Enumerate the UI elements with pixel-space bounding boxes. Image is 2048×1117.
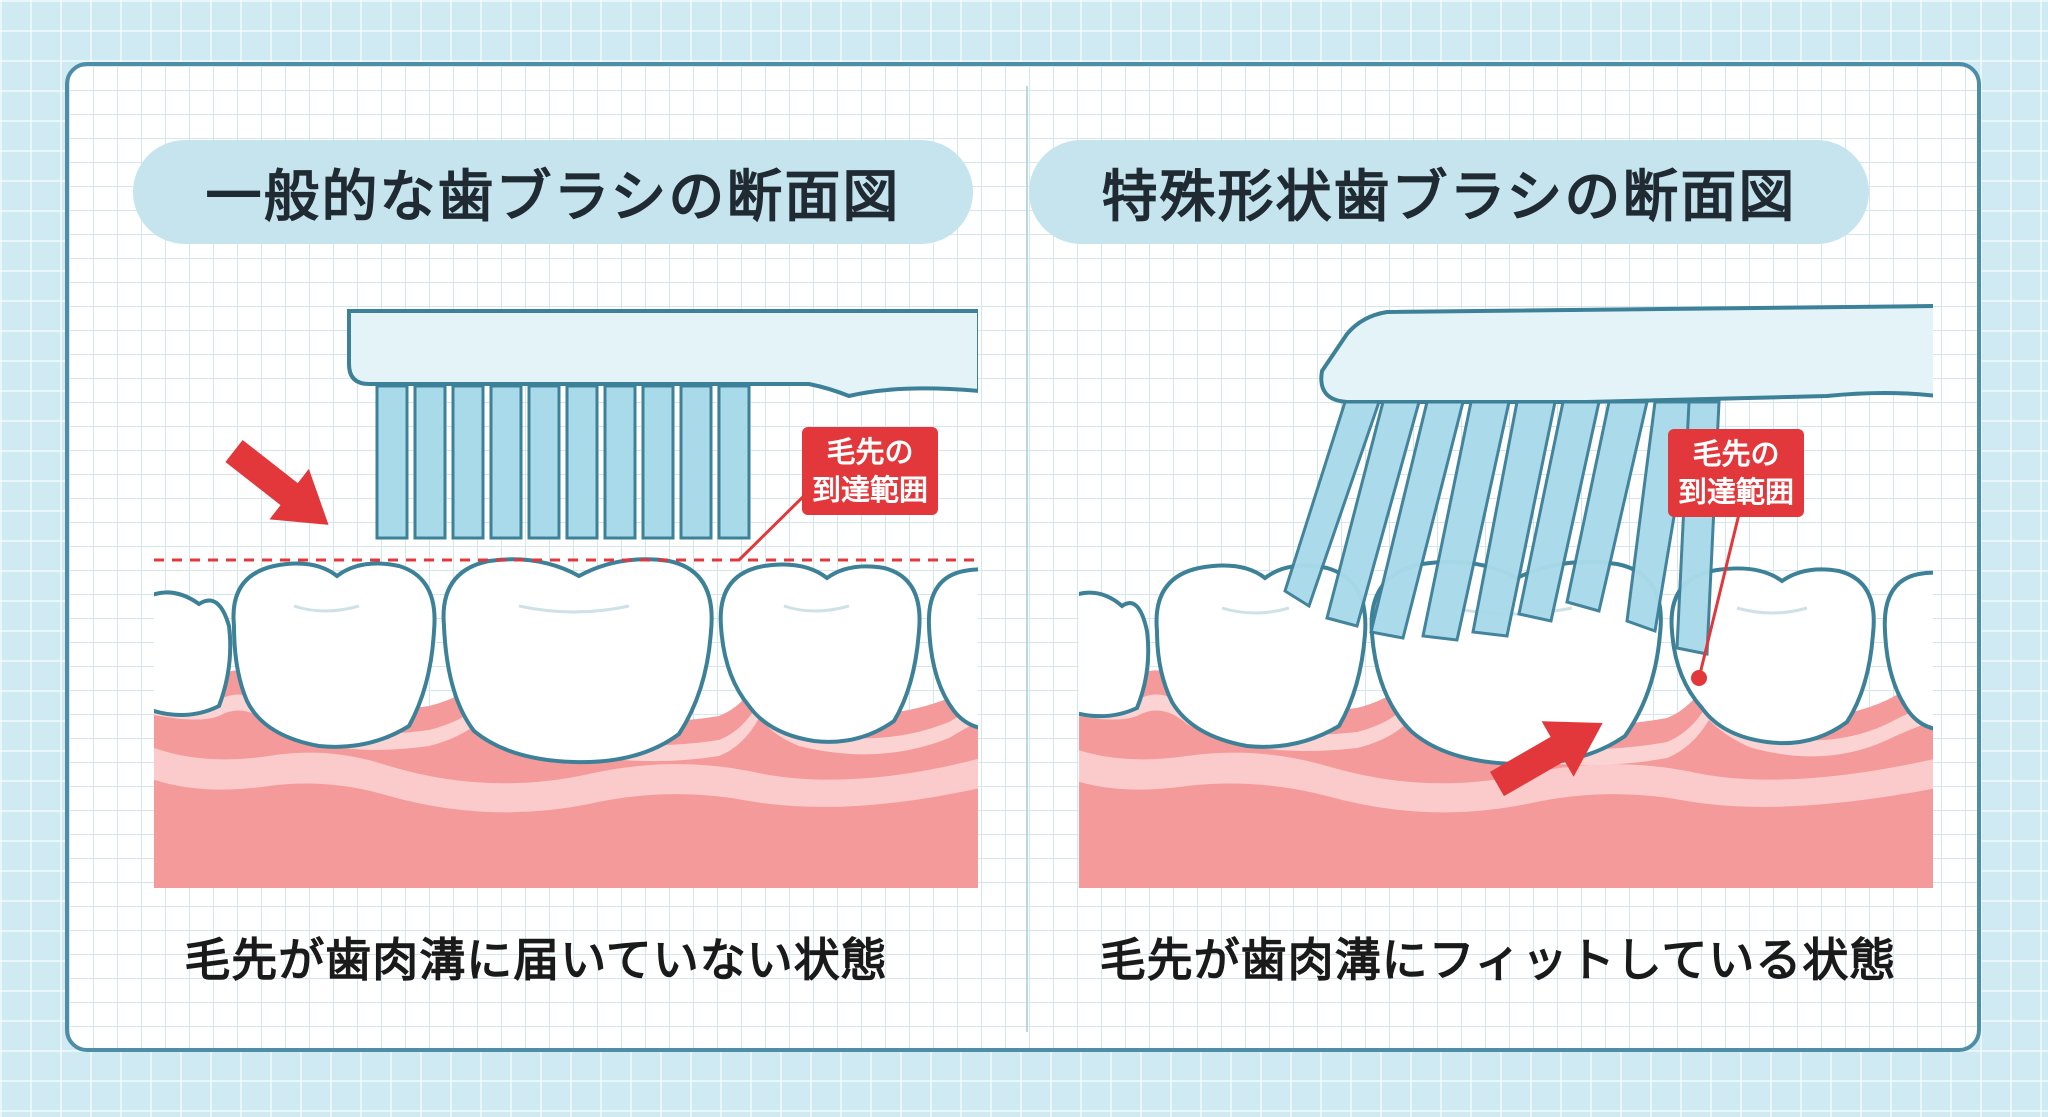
panel-standard-toothbrush: 一般的な歯ブラシの断面図 毛先の 到達範囲 毛先が歯肉溝に届いていない状態: [69, 66, 1027, 1048]
pointer-dot: [1691, 670, 1707, 686]
bristle: [1471, 400, 1557, 638]
red-arrow-icon: [1490, 721, 1603, 797]
callout-line-1: 毛先の: [826, 435, 914, 469]
special-brush-scene: [1027, 66, 1977, 1048]
tooth: [1079, 590, 1151, 719]
bristle: [1325, 400, 1421, 628]
tooth: [1882, 570, 1933, 731]
reach-callout: 毛先の 到達範囲: [1668, 429, 1805, 517]
brush-head: [1319, 304, 1933, 404]
tooth: [154, 590, 233, 717]
panel-caption: 毛先が歯肉溝にフィットしている状態: [1099, 933, 1897, 987]
bristle: [717, 384, 751, 540]
standard-brush-scene: [69, 66, 1027, 1048]
panel-divider: [1026, 86, 1028, 1032]
callout-line-2: 到達範囲: [812, 473, 929, 507]
diagram-card: 一般的な歯ブラシの断面図 毛先の 到達範囲 毛先が歯肉溝に届いていない状態: [65, 62, 1981, 1052]
callout-pointer: [737, 484, 816, 562]
bristle: [1421, 400, 1511, 642]
red-arrow-icon: [225, 439, 329, 525]
bristle: [603, 384, 637, 540]
callout-line-2: 到達範囲: [1678, 475, 1795, 509]
standard-brush-illustration: [154, 309, 978, 888]
brush-head: [347, 309, 978, 399]
bristle: [413, 384, 447, 540]
bristle: [375, 384, 409, 540]
teeth-row: [1079, 559, 1933, 767]
bristle: [451, 384, 485, 540]
panel-caption: 毛先が歯肉溝に届いていない状態: [184, 933, 888, 987]
gum-highlight: [154, 747, 978, 813]
tooth: [926, 567, 978, 730]
bristle: [489, 384, 523, 540]
bristle: [1565, 400, 1649, 613]
callout-pointer: [1697, 513, 1741, 679]
special-brush-illustration: [1079, 304, 1933, 888]
teeth-row: [154, 557, 978, 765]
tooth-highlights: [293, 604, 850, 614]
panel-title-text: 一般的な歯ブラシの断面図: [205, 164, 901, 230]
panel-title-text: 特殊形状歯ブラシの断面図: [1101, 164, 1797, 230]
tooth: [1669, 566, 1876, 746]
tooth: [231, 561, 437, 749]
tooth: [441, 557, 714, 765]
bristle: [641, 384, 675, 540]
bristle-group: [375, 384, 751, 540]
bristle: [1283, 400, 1382, 609]
bristle: [527, 384, 561, 540]
panel-special-toothbrush: 特殊形状歯ブラシの断面図 毛先の 到達範囲 毛先が歯肉溝にフィットしている状態: [1027, 66, 1977, 1048]
bristle-group: [1283, 400, 1721, 656]
tooth: [718, 562, 922, 744]
panel-title: 一般的な歯ブラシの断面図: [133, 140, 973, 244]
reach-callout: 毛先の 到達範囲: [802, 427, 939, 515]
bristle: [679, 384, 713, 540]
bristle: [1517, 400, 1601, 623]
bristle: [565, 384, 599, 540]
bristle: [1369, 400, 1465, 640]
gum-top-band: [1079, 694, 1933, 766]
tooth: [1154, 563, 1368, 749]
callout-line-1: 毛先の: [1692, 437, 1780, 471]
panel-title: 特殊形状歯ブラシの断面図: [1029, 140, 1869, 244]
